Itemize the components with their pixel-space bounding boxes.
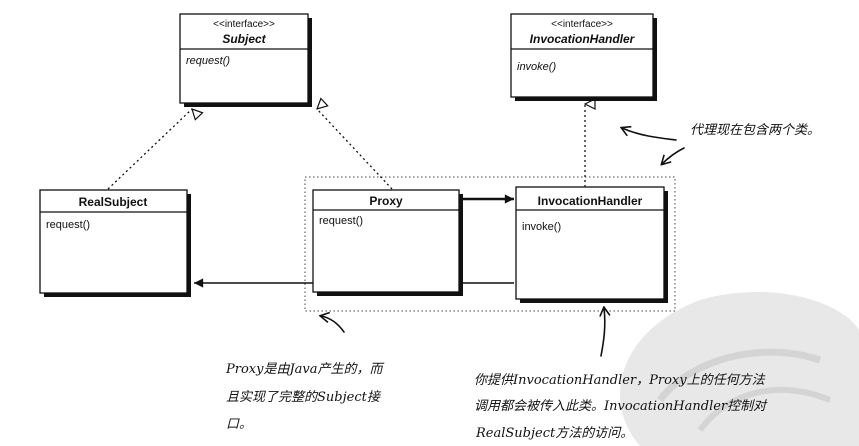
arrow-bottom-left (321, 316, 345, 333)
real-subject-name: RealSubject (79, 195, 148, 209)
subject-stereotype: <<interface>> (213, 19, 275, 30)
invocation-handler-interface-stereotype: <<interface>> (551, 19, 613, 30)
invocation-handler-name: InvocationHandler (538, 194, 643, 208)
proxy-name: Proxy (369, 194, 403, 208)
note-bottom-right: 你提供InvocationHandler，Proxy上的任何方法 调用都会被传入… (474, 373, 768, 441)
invocation-handler-method: invoke() (522, 221, 561, 233)
note-bottom-left: Proxy是由Java产生的，而 且实现了完整的Subject接 口。 (225, 362, 385, 432)
proxy-group-boundary (304, 176, 676, 312)
arrow-top-right-upper (622, 128, 677, 141)
subject-name: Subject (222, 32, 266, 46)
note-bottom-right-line-1: 你提供InvocationHandler，Proxy上的任何方法 (474, 373, 766, 388)
realization-lines (107, 104, 585, 190)
class-subject: <<interface>> Subject request() (179, 13, 312, 107)
class-invocation-handler: InvocationHandler invoke() (515, 186, 668, 303)
proxy-method: request() (319, 215, 363, 227)
class-real-subject: RealSubject request() (39, 189, 191, 297)
note-bottom-right-line-2: 调用都会被传入此类。InvocationHandler控制对 (474, 399, 768, 414)
arrow-bottom-right (601, 308, 605, 357)
note-bottom-left-line-3: 口。 (226, 417, 252, 432)
arrow-top-right-lower (662, 147, 685, 164)
invocation-handler-interface-method: invoke() (517, 61, 556, 73)
subject-method: request() (186, 55, 230, 67)
note-top-right: 代理现在包含两个类。 (690, 123, 820, 138)
note-bottom-right-line-3: RealSubject方法的访问。 (475, 426, 633, 441)
class-proxy: Proxy request() (312, 189, 463, 296)
hand-drawn-arrow-icon (321, 128, 685, 357)
invocation-handler-interface-name: InvocationHandler (530, 32, 636, 46)
proxy-implements-subject (317, 109, 393, 190)
watermark-stamp-icon (620, 291, 859, 446)
realsubject-implements-subject (107, 109, 192, 190)
note-bottom-left-line-1: Proxy是由Java产生的，而 (225, 362, 385, 377)
note-bottom-left-line-2: 且实现了完整的Subject接 (226, 389, 382, 405)
real-subject-method: request() (46, 219, 90, 231)
class-invocation-handler-interface: <<interface>> InvocationHandler invoke() (510, 13, 657, 101)
